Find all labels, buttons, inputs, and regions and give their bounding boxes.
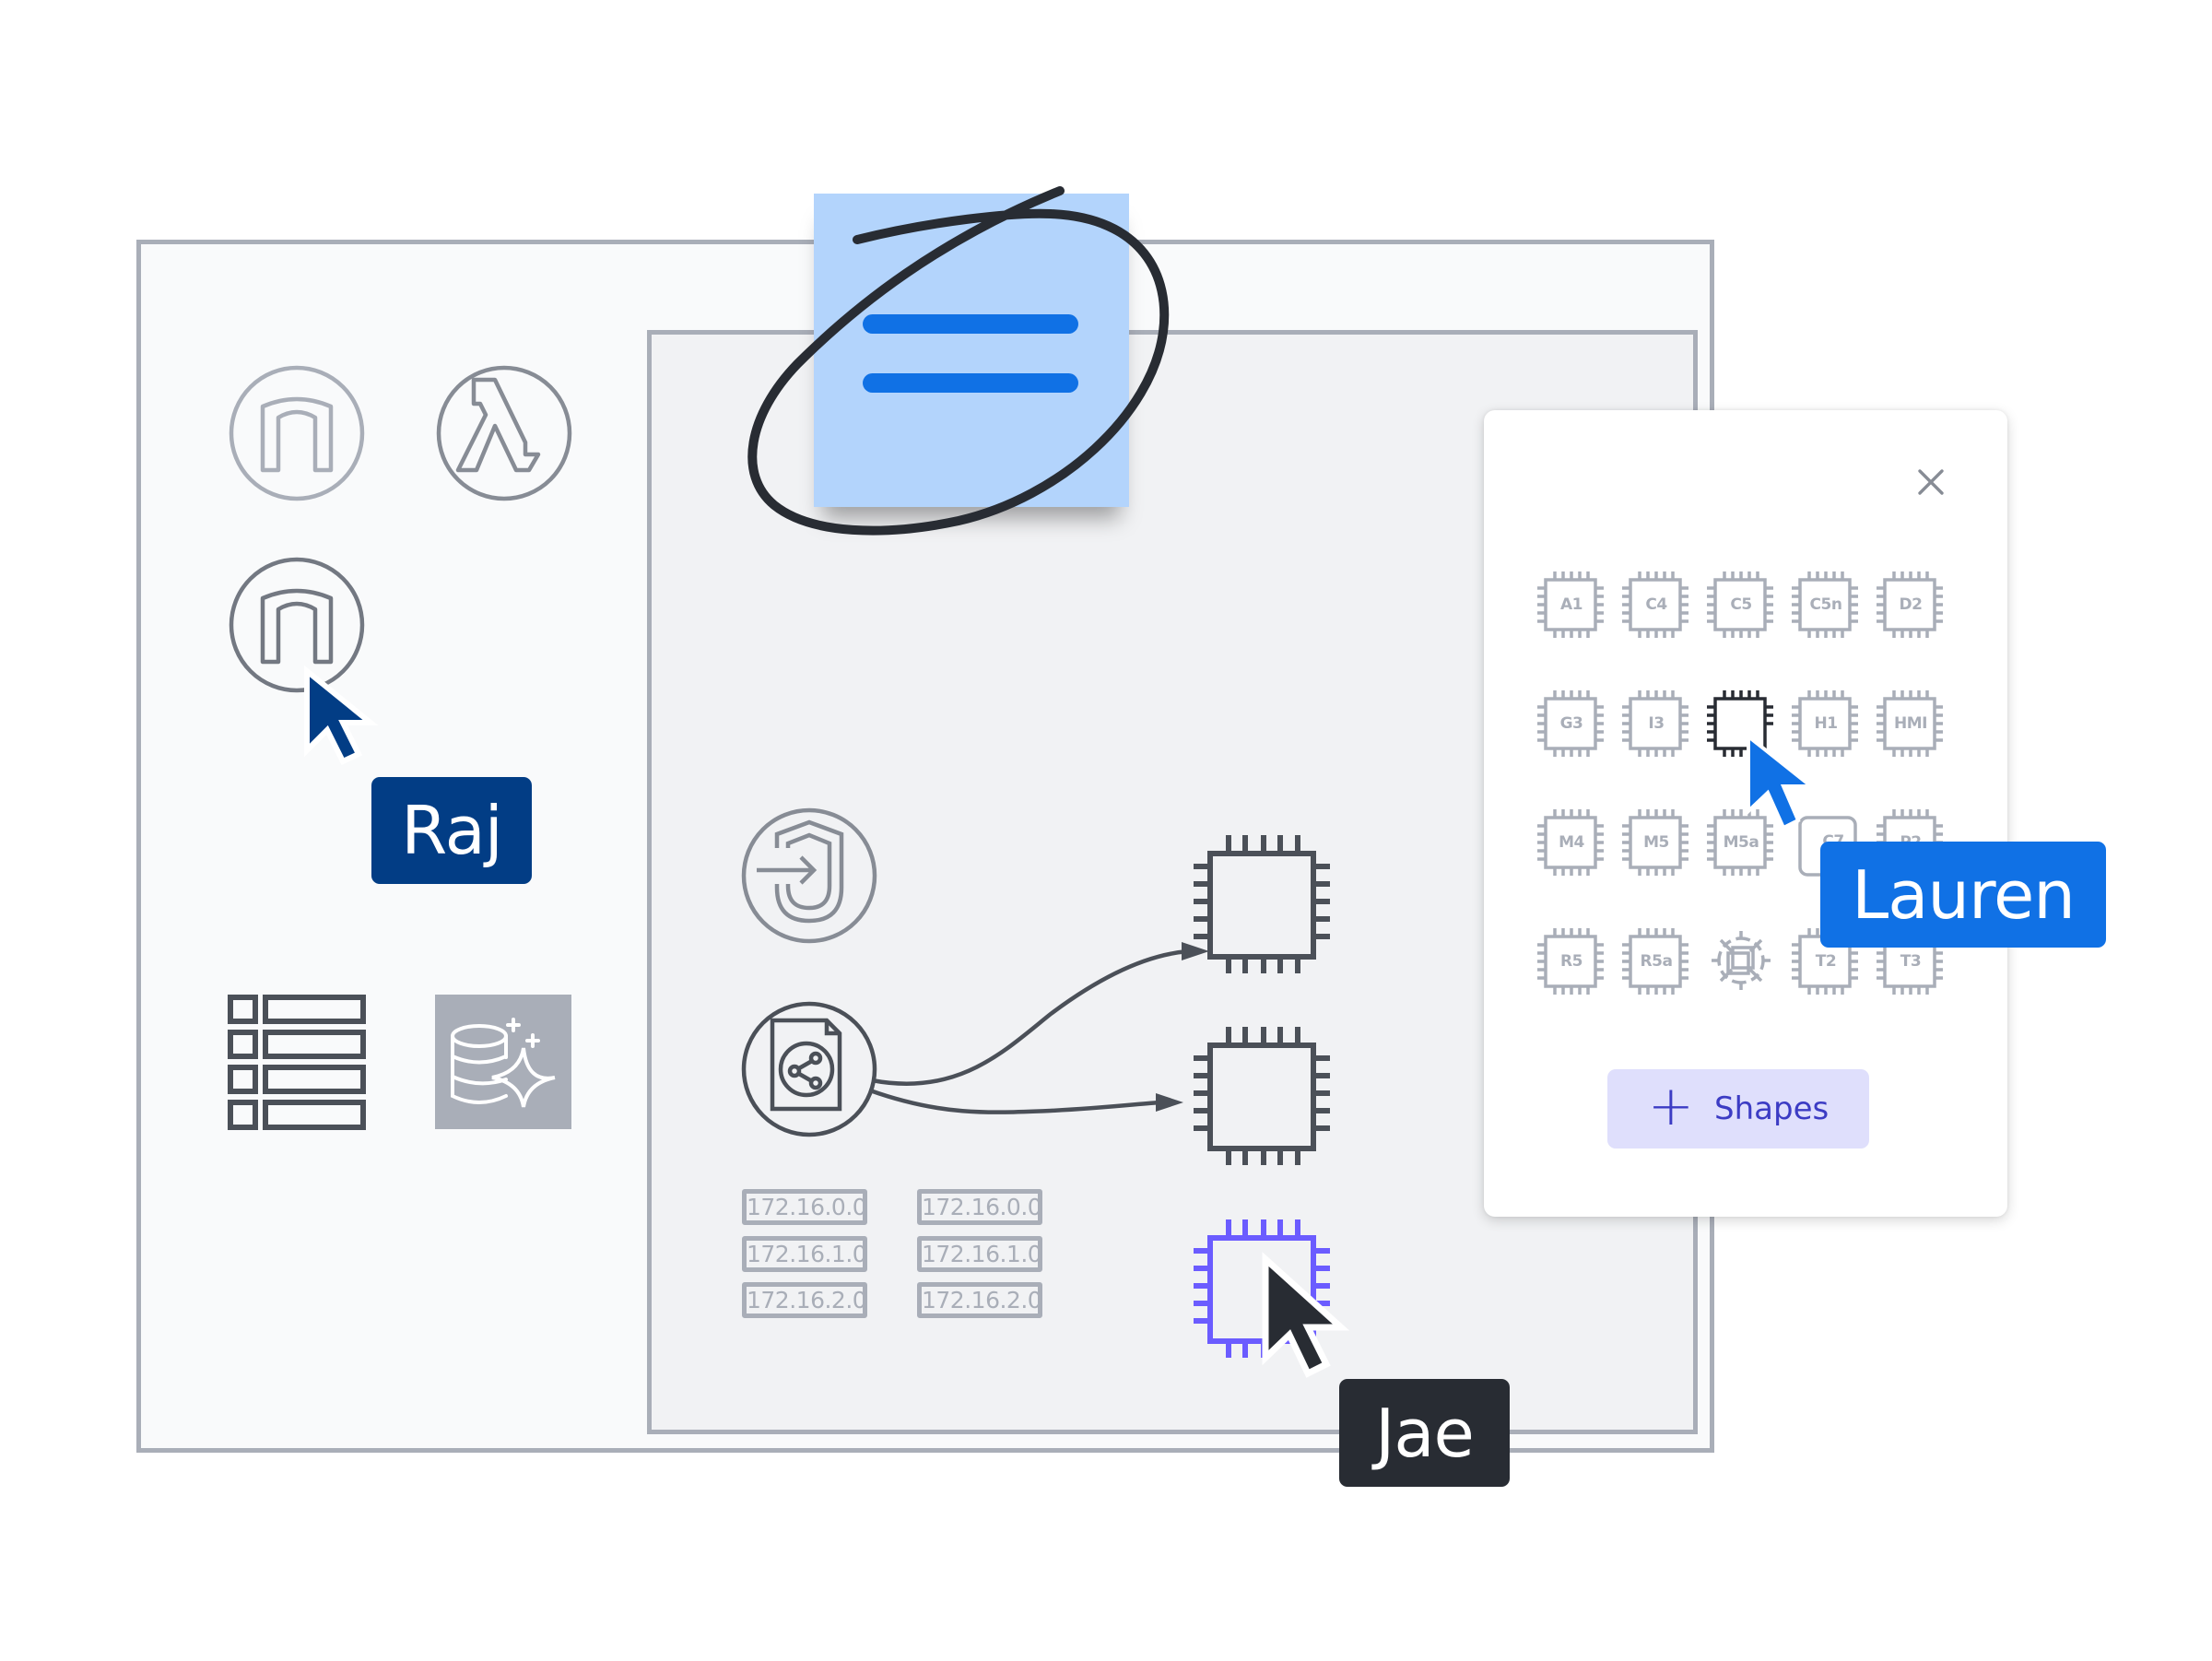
shape-label: M5a bbox=[1723, 833, 1759, 852]
connector-to-chip-1[interactable] bbox=[871, 948, 1190, 1086]
shape-label: HMI bbox=[1894, 714, 1927, 733]
shape-label: C5n bbox=[1809, 595, 1842, 614]
connector-to-chip-2[interactable] bbox=[869, 1088, 1162, 1114]
arrowhead bbox=[1182, 942, 1209, 960]
api-gateway-icon[interactable] bbox=[228, 556, 366, 694]
instance-chip-icon-selected[interactable] bbox=[1194, 1212, 1332, 1358]
ip-block[interactable]: 172.16.1.0 bbox=[742, 1236, 867, 1272]
shape-chip-g3[interactable]: G3 bbox=[1535, 686, 1608, 760]
shape-auto-scaling-icon[interactable] bbox=[1704, 924, 1778, 997]
database-sparkle-icon[interactable] bbox=[435, 995, 571, 1129]
api-gateway-icon[interactable] bbox=[228, 364, 366, 502]
shape-label: T3 bbox=[1900, 952, 1922, 971]
shape-chip-blank-hovered[interactable] bbox=[1704, 686, 1778, 760]
arrowhead bbox=[1156, 1093, 1183, 1112]
ip-block[interactable]: 172.16.2.0 bbox=[742, 1282, 867, 1318]
ip-block[interactable]: 172.16.0.0 bbox=[742, 1189, 867, 1225]
close-icon[interactable] bbox=[1917, 468, 1945, 496]
shape-picker-panel: A1C4C5C5nD2G3I3H1HMIM4M5M5aC7P2R5R5aT2T3… bbox=[1484, 410, 2007, 1217]
shape-chip-r5a[interactable]: R5a bbox=[1619, 924, 1693, 997]
shape-chip-c5[interactable]: C5 bbox=[1704, 567, 1778, 641]
shape-label: D2 bbox=[1899, 595, 1923, 614]
cursor-arrow-icon bbox=[1262, 1252, 1350, 1378]
shape-chip-m4[interactable]: M4 bbox=[1535, 805, 1608, 878]
table-list-icon[interactable] bbox=[228, 995, 366, 1131]
shape-label: H1 bbox=[1814, 714, 1838, 733]
ip-block[interactable]: 172.16.0.0 bbox=[917, 1189, 1042, 1225]
instance-chip-icon[interactable] bbox=[1194, 1019, 1332, 1165]
collaborator-tag-jae: Jae bbox=[1339, 1379, 1510, 1487]
ip-block[interactable]: 172.16.1.0 bbox=[917, 1236, 1042, 1272]
shape-chip-m5[interactable]: M5 bbox=[1619, 805, 1693, 878]
shield-sign-in-icon[interactable] bbox=[740, 807, 878, 945]
add-shapes-button[interactable]: + Shapes bbox=[1607, 1069, 1869, 1149]
ip-block[interactable]: 172.16.2.0 bbox=[917, 1282, 1042, 1318]
collaborator-tag-lauren: Lauren bbox=[1820, 842, 2106, 948]
cursor-arrow-icon bbox=[1747, 732, 1817, 830]
shape-label: R5a bbox=[1640, 952, 1673, 971]
shape-chip-i3[interactable]: I3 bbox=[1619, 686, 1693, 760]
shape-label: M4 bbox=[1559, 833, 1584, 852]
shape-label: M5 bbox=[1643, 833, 1669, 852]
shape-chip-m5a[interactable]: M5a bbox=[1704, 805, 1778, 878]
shape-label: C4 bbox=[1645, 595, 1667, 614]
sticky-note-line bbox=[863, 314, 1078, 334]
shape-chip-a1[interactable]: A1 bbox=[1535, 567, 1608, 641]
collaborator-tag-raj: Raj bbox=[371, 777, 532, 884]
cursor-arrow-icon bbox=[304, 665, 379, 765]
shape-chip-t2[interactable]: T2 bbox=[1789, 924, 1863, 997]
shape-label: G3 bbox=[1559, 714, 1583, 733]
shape-label: A1 bbox=[1560, 595, 1583, 614]
shape-label: R5 bbox=[1560, 952, 1583, 971]
lambda-icon[interactable] bbox=[435, 364, 573, 502]
shape-chip-c4[interactable]: C4 bbox=[1619, 567, 1693, 641]
add-shapes-label: Shapes bbox=[1714, 1090, 1830, 1127]
sticky-note[interactable] bbox=[814, 194, 1129, 507]
plus-icon: + bbox=[1647, 1074, 1695, 1138]
shape-label: C5 bbox=[1730, 595, 1752, 614]
shape-chip-hmi[interactable]: HMI bbox=[1874, 686, 1947, 760]
instance-chip-icon[interactable] bbox=[1194, 828, 1332, 973]
shape-label: I3 bbox=[1648, 714, 1665, 733]
shape-label: T2 bbox=[1815, 952, 1837, 971]
shared-file-icon[interactable] bbox=[740, 1000, 878, 1138]
shape-chip-r5[interactable]: R5 bbox=[1535, 924, 1608, 997]
shape-chip-h1[interactable]: H1 bbox=[1789, 686, 1863, 760]
shape-chip-d2[interactable]: D2 bbox=[1874, 567, 1947, 641]
shape-chip-c5n[interactable]: C5n bbox=[1789, 567, 1863, 641]
sticky-note-line bbox=[863, 373, 1078, 393]
